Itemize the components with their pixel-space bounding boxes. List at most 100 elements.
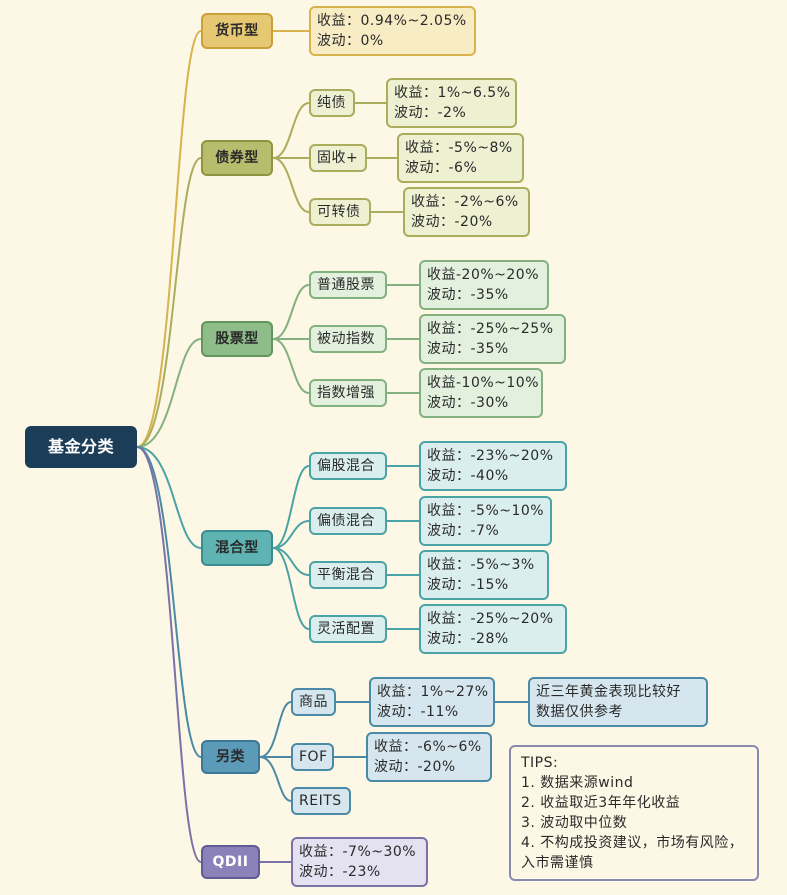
link-root-money <box>136 30 202 448</box>
leaf-mixed-2-volatility: 波动：-7% <box>427 523 500 539</box>
sub-mixed-2-label: 偏债混合 <box>317 513 375 529</box>
tips-box: TIPS: 1. 数据来源wind 2. 收益取近3年年化收益 3. 波动取中位… <box>509 745 759 881</box>
leaf-bond-2-volatility: 波动：-6% <box>405 160 478 176</box>
leaf-mixed-2: 收益：-5%~10% 波动：-7% <box>419 496 552 546</box>
category-money-label: 货币型 <box>215 23 259 39</box>
sub-mixed-1: 偏股混合 <box>309 452 387 480</box>
leaf-bond-3: 收益：-2%~6% 波动：-20% <box>403 187 530 237</box>
leaf-mixed-3: 收益：-5%~3% 波动：-15% <box>419 550 549 600</box>
note-gold-line-2: 数据仅供参考 <box>536 704 623 720</box>
link-stock-sub3 <box>272 338 310 394</box>
tips-item-1: 1. 数据来源wind <box>521 775 634 791</box>
leaf-other-2-return: 收益：-6%~6% <box>374 739 482 755</box>
leaf-stock-3: 收益-10%~10% 波动：-30% <box>419 368 543 418</box>
leaf-qdii: 收益：-7%~30% 波动：-23% <box>291 837 428 887</box>
category-stock-label: 股票型 <box>215 331 259 347</box>
leaf-bond-3-return: 收益：-2%~6% <box>411 194 519 210</box>
category-other-label: 另类 <box>216 749 245 765</box>
link-root-mixed <box>136 446 202 549</box>
sub-stock-1: 普通股票 <box>309 271 387 299</box>
sub-other-2-label: FOF <box>299 749 328 765</box>
category-qdii: QDII <box>201 845 260 879</box>
link-other-sub3 <box>259 756 292 802</box>
category-stock: 股票型 <box>201 321 273 357</box>
category-mixed: 混合型 <box>201 530 273 566</box>
sub-other-2: FOF <box>291 743 334 771</box>
sub-mixed-2: 偏债混合 <box>309 507 387 535</box>
category-qdii-label: QDII <box>212 854 249 870</box>
leaf-mixed-1-volatility: 波动：-40% <box>427 468 509 484</box>
leaf-mixed-4-return: 收益：-25%~20% <box>427 611 554 627</box>
note-gold: 近三年黄金表现比较好 数据仅供参考 <box>528 677 708 727</box>
leaf-bond-1-volatility: 波动：-2% <box>394 105 467 121</box>
leaf-qdii-return: 收益：-7%~30% <box>299 844 417 860</box>
sub-stock-2: 被动指数 <box>309 325 387 353</box>
tips-item-4: 4. 不构成投资建议，市场有风险，入市需谨慎 <box>521 835 744 871</box>
category-bond: 债券型 <box>201 140 273 176</box>
link-bond-sub3 <box>272 157 310 213</box>
sub-bond-1: 纯债 <box>309 89 355 117</box>
sub-other-1-label: 商品 <box>299 694 328 710</box>
sub-mixed-4-label: 灵活配置 <box>317 621 375 637</box>
leaf-mixed-4: 收益：-25%~20% 波动：-28% <box>419 604 567 654</box>
leaf-money-volatility: 波动：0% <box>317 33 384 49</box>
leaf-mixed-1-return: 收益：-23%~20% <box>427 448 554 464</box>
root-node: 基金分类 <box>25 426 137 468</box>
leaf-bond-1-return: 收益：1%~6.5% <box>394 85 511 101</box>
leaf-stock-2-return: 收益：-25%~25% <box>427 321 554 337</box>
sub-stock-3: 指数增强 <box>309 379 387 407</box>
leaf-bond-2-return: 收益：-5%~8% <box>405 140 513 156</box>
sub-mixed-4: 灵活配置 <box>309 615 387 643</box>
sub-stock-2-label: 被动指数 <box>317 331 375 347</box>
leaf-mixed-4-volatility: 波动：-28% <box>427 631 509 647</box>
leaf-other-1-return: 收益：1%~27% <box>377 684 489 700</box>
leaf-mixed-3-return: 收益：-5%~3% <box>427 557 535 573</box>
root-label: 基金分类 <box>47 437 114 456</box>
link-mixed-sub2 <box>272 520 310 549</box>
leaf-stock-3-return: 收益-10%~10% <box>427 375 540 391</box>
leaf-bond-1: 收益：1%~6.5% 波动：-2% <box>386 78 517 128</box>
category-mixed-label: 混合型 <box>215 540 259 556</box>
leaf-other-1-volatility: 波动：-11% <box>377 704 459 720</box>
link-root-other <box>136 446 202 758</box>
sub-other-1: 商品 <box>291 688 336 716</box>
link-mixed-sub4 <box>272 547 310 630</box>
leaf-qdii-volatility: 波动：-23% <box>299 864 381 880</box>
category-bond-label: 债券型 <box>215 150 259 166</box>
tips-item-2: 2. 收益取近3年年化收益 <box>521 795 681 811</box>
sub-mixed-1-label: 偏股混合 <box>317 458 375 474</box>
leaf-bond-2: 收益：-5%~8% 波动：-6% <box>397 133 524 183</box>
leaf-mixed-1: 收益：-23%~20% 波动：-40% <box>419 441 567 491</box>
leaf-money: 收益：0.94%~2.05% 波动：0% <box>309 6 476 56</box>
sub-stock-1-label: 普通股票 <box>317 277 375 293</box>
sub-bond-3-label: 可转债 <box>317 204 361 220</box>
link-bond-sub1 <box>272 102 310 159</box>
sub-bond-1-label: 纯债 <box>317 95 346 111</box>
leaf-stock-2: 收益：-25%~25% 波动：-35% <box>419 314 566 364</box>
sub-mixed-3-label: 平衡混合 <box>317 567 375 583</box>
link-root-qdii <box>136 446 202 863</box>
leaf-stock-2-volatility: 波动：-35% <box>427 341 509 357</box>
leaf-stock-1: 收益-20%~20% 波动：-35% <box>419 260 549 310</box>
note-gold-line-1: 近三年黄金表现比较好 <box>536 684 681 700</box>
leaf-stock-1-return: 收益-20%~20% <box>427 267 540 283</box>
leaf-money-return: 收益：0.94%~2.05% <box>317 13 467 29</box>
link-stock-sub1 <box>272 284 310 340</box>
link-other-sub1 <box>259 701 292 758</box>
leaf-stock-1-volatility: 波动：-35% <box>427 287 509 303</box>
sub-stock-3-label: 指数增强 <box>317 385 375 401</box>
leaf-other-1: 收益：1%~27% 波动：-11% <box>369 677 495 727</box>
link-root-bond <box>136 157 202 448</box>
leaf-mixed-2-return: 收益：-5%~10% <box>427 503 545 519</box>
sub-other-3-label: REITS <box>299 793 342 809</box>
link-root-stock <box>136 338 202 448</box>
sub-bond-2: 固收+ <box>309 144 367 172</box>
leaf-other-2-volatility: 波动：-20% <box>374 759 456 775</box>
tips-title: TIPS: <box>521 755 559 771</box>
category-other: 另类 <box>201 740 260 774</box>
leaf-other-2: 收益：-6%~6% 波动：-20% <box>366 732 492 782</box>
leaf-mixed-3-volatility: 波动：-15% <box>427 577 509 593</box>
link-mixed-sub3 <box>272 547 310 576</box>
leaf-bond-3-volatility: 波动：-20% <box>411 214 493 230</box>
